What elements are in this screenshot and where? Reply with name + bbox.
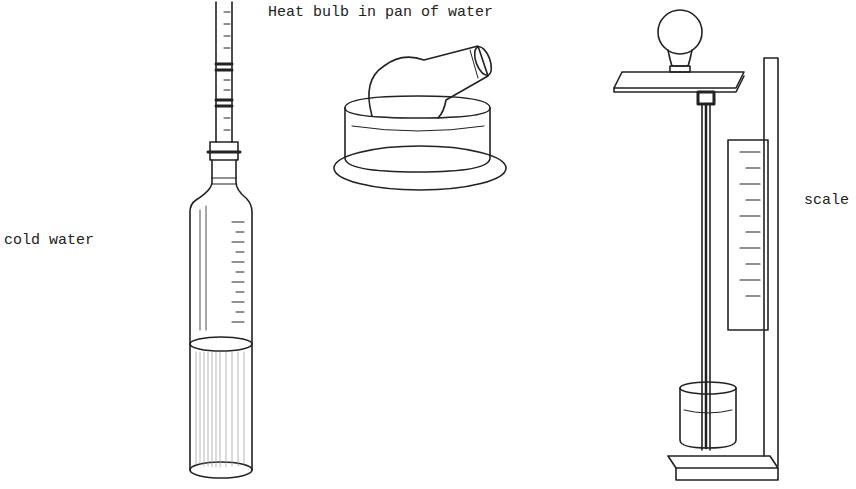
spring-scale (676, 468, 778, 480)
graduated-cylinder (200, 206, 206, 330)
graduated-cylinder (224, 12, 230, 130)
graduated-cylinder (190, 160, 252, 470)
spring-scale (705, 104, 708, 448)
spring-scale (740, 152, 760, 296)
graduated-cylinder (190, 2, 252, 478)
spring-scale (698, 92, 714, 104)
spring-scale (658, 10, 702, 54)
spring-scale (680, 388, 736, 448)
graduated-cylinder (216, 64, 232, 106)
spring-scale (614, 10, 778, 480)
text-label: Heat bulb in pan of water (268, 4, 493, 21)
spring-scale (670, 66, 690, 72)
bulb-in-pan (471, 45, 494, 78)
graduated-cylinder (190, 462, 252, 478)
graduated-cylinder (196, 352, 244, 467)
graduated-cylinder (212, 178, 236, 184)
text-label: cold water (4, 232, 94, 249)
spring-scale (668, 456, 778, 468)
bulb-in-pan (369, 46, 488, 118)
graduated-cylinder (216, 2, 232, 142)
spring-scale (764, 58, 778, 466)
graduated-cylinder (232, 222, 244, 322)
text-label: scale (804, 192, 849, 209)
bulb-in-pan (352, 126, 484, 131)
spring-scale (668, 50, 692, 66)
spring-scale (614, 76, 744, 92)
spring-scale (680, 382, 736, 394)
graduated-cylinder (190, 337, 252, 351)
bulb-in-pan (334, 45, 506, 190)
bulb-in-pan (470, 50, 478, 78)
spring-scale (702, 104, 710, 450)
illustration (190, 2, 778, 480)
spring-scale (728, 140, 768, 330)
spring-scale (684, 410, 732, 413)
spring-scale (614, 72, 744, 88)
bulb-in-pan (345, 96, 490, 118)
graduated-cylinder (208, 151, 240, 154)
